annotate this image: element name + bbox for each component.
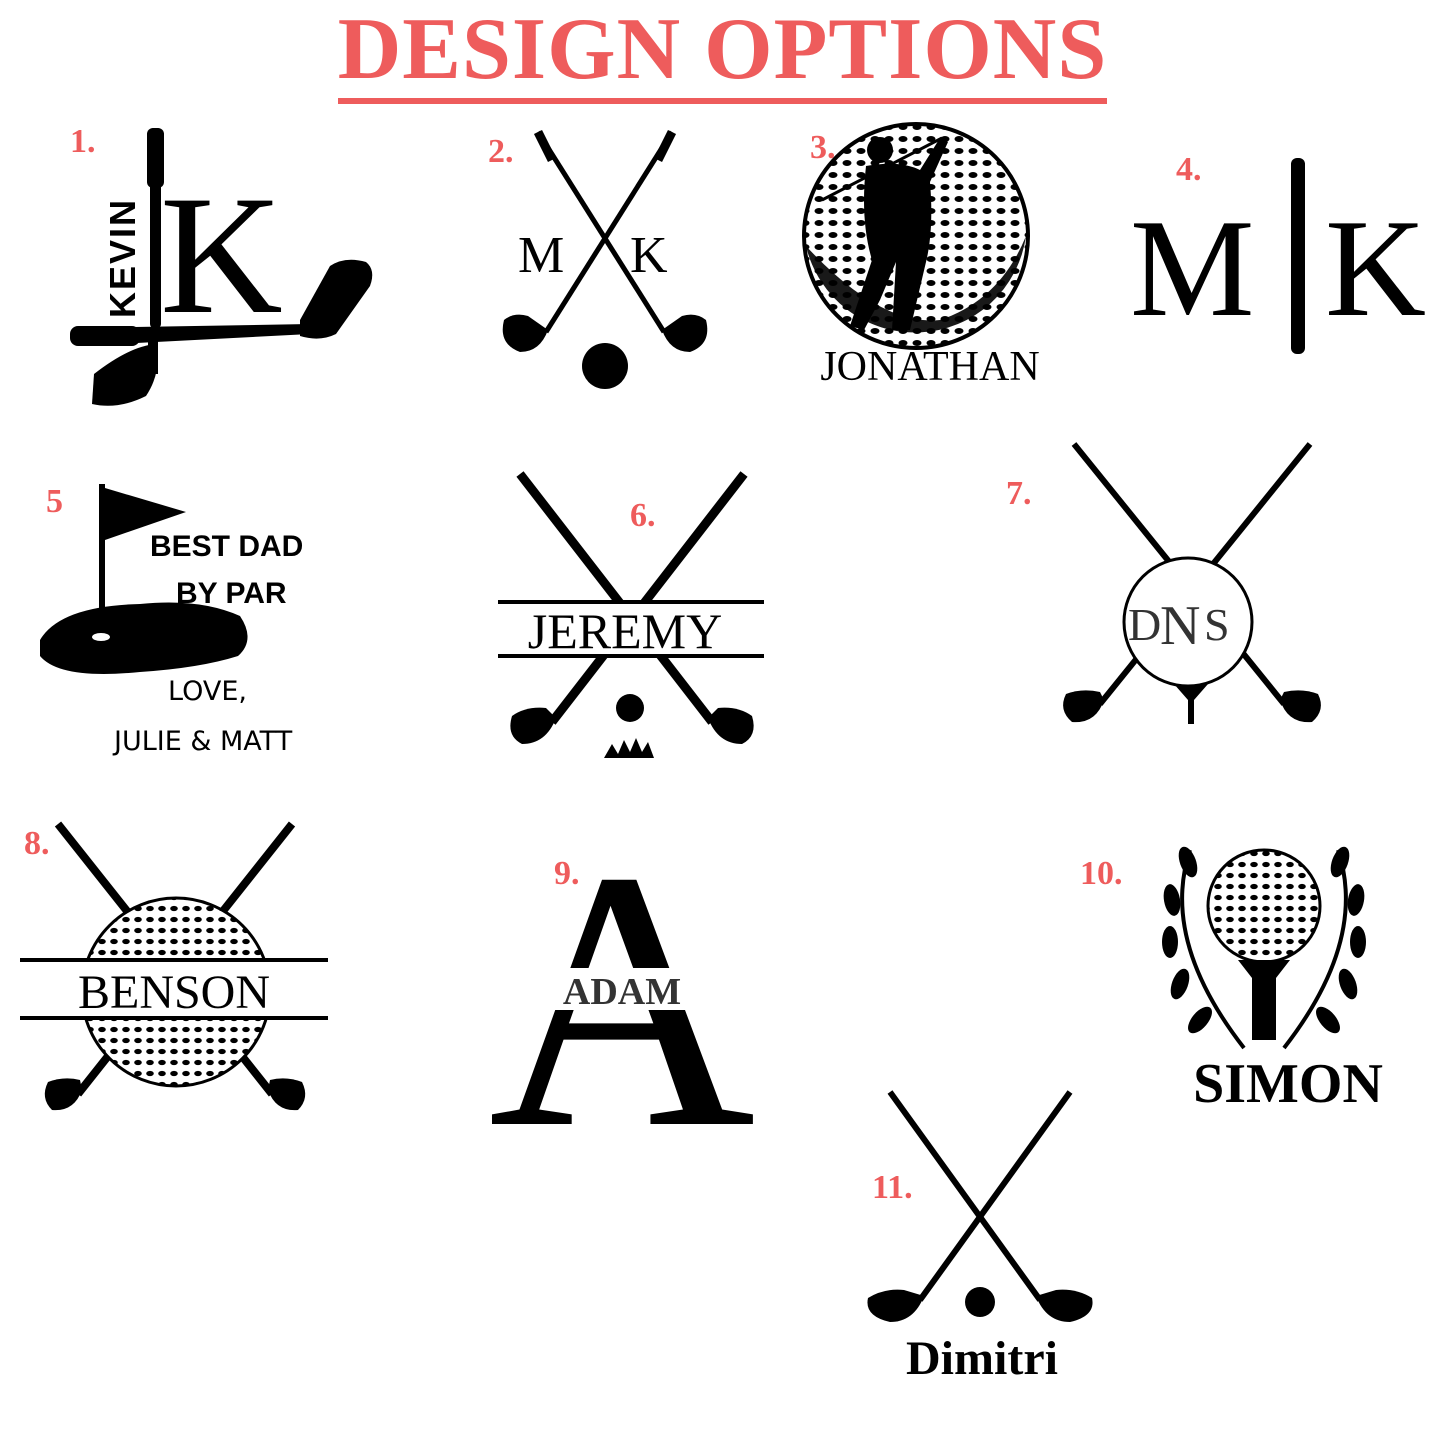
design-number-7: 7. xyxy=(1006,475,1032,512)
design-4-left-initial: M xyxy=(1130,191,1254,346)
flag-icon xyxy=(105,488,186,540)
club-head-icon xyxy=(502,314,548,352)
design-5-line2: BY PAR xyxy=(176,577,287,610)
tee-icon xyxy=(1238,960,1290,1040)
club-head-icon xyxy=(300,259,373,339)
design-5-line3: LOVE, xyxy=(168,676,247,707)
divider-line xyxy=(498,600,764,604)
design-number-5: 5 xyxy=(46,483,63,520)
flag-pole-icon xyxy=(99,484,105,640)
golfer-silhouette-icon xyxy=(821,136,948,330)
divider-bar xyxy=(1291,158,1305,354)
design-11: Dimitri xyxy=(867,1090,1093,1385)
design-8-name: BENSON xyxy=(78,966,270,1019)
club-grip-icon xyxy=(653,129,677,163)
club-head-icon xyxy=(1036,1289,1093,1322)
design-number-3: 3. xyxy=(810,129,836,166)
putting-green-icon xyxy=(40,602,248,674)
design-1-name: KEVIN xyxy=(102,198,143,318)
design-3-name: JONATHAN xyxy=(820,344,1039,390)
club-head-icon xyxy=(510,707,556,744)
club-shaft-icon xyxy=(543,130,675,334)
design-2-left-initial: M xyxy=(518,227,564,284)
page-title: DESIGN OPTIONS xyxy=(0,1,1445,104)
design-2: M K xyxy=(502,129,708,389)
design-7: D N S xyxy=(1063,442,1321,724)
club-shaft-icon xyxy=(548,471,748,725)
design-1-initial: K xyxy=(160,161,283,349)
design-9: A ADAM xyxy=(488,795,755,1205)
grass-icon xyxy=(604,738,654,758)
design-4: M K xyxy=(1130,158,1426,354)
design-6: JEREMY xyxy=(498,471,764,758)
design-number-8: 8. xyxy=(24,825,50,862)
design-5-line4: JULIE & MATT xyxy=(112,726,293,757)
design-4-right-initial: K xyxy=(1325,191,1426,346)
laurel-right-icon xyxy=(1282,846,1366,1050)
design-9-name: ADAM xyxy=(563,971,681,1013)
monogram-circle xyxy=(1122,556,1254,688)
design-8: BENSON xyxy=(20,821,328,1111)
golf-ball-icon xyxy=(965,1287,995,1317)
club-head-icon xyxy=(44,1078,82,1111)
club-shaft-icon xyxy=(535,130,667,334)
design-10: SIMON xyxy=(1162,846,1383,1115)
laurel-left-icon xyxy=(1162,846,1246,1050)
divider-line xyxy=(498,654,764,658)
design-7-letter-b: N xyxy=(1160,595,1200,657)
club-shaft-icon xyxy=(917,1090,1073,1302)
page-title-text: DESIGN OPTIONS xyxy=(337,1,1108,104)
club-shaft-icon xyxy=(887,1090,1043,1302)
design-1: KEVIN K xyxy=(70,128,373,406)
design-number-4: 4. xyxy=(1176,151,1202,188)
club-head-icon xyxy=(1280,690,1321,723)
design-number-1: 1. xyxy=(70,123,96,160)
divider-line xyxy=(20,1016,328,1020)
club-grip-icon xyxy=(147,128,164,188)
design-number-11: 11. xyxy=(872,1169,913,1206)
design-2-right-initial: K xyxy=(630,227,668,284)
golf-ball-icon xyxy=(1206,848,1322,964)
club-head-icon xyxy=(708,707,754,744)
club-head-icon xyxy=(867,1289,924,1322)
club-head-icon xyxy=(268,1078,306,1111)
design-number-2: 2. xyxy=(488,133,514,170)
club-head-icon xyxy=(1063,690,1104,723)
club-head-icon xyxy=(92,344,158,406)
design-7-letter-a: D xyxy=(1128,599,1161,650)
club-shaft-icon xyxy=(516,471,716,725)
design-5-line1: BEST DAD xyxy=(150,530,303,563)
design-10-name: SIMON xyxy=(1193,1053,1383,1115)
design-number-6: 6. xyxy=(630,497,656,534)
design-11-name: Dimitri xyxy=(906,1332,1058,1385)
design-5: BEST DAD BY PAR LOVE, JULIE & MATT xyxy=(40,484,303,757)
design-number-9: 9. xyxy=(554,855,580,892)
club-grip-icon xyxy=(533,129,557,163)
design-6-name: JEREMY xyxy=(528,603,722,659)
golf-ball-icon xyxy=(582,343,628,389)
divider-line xyxy=(20,958,328,962)
club-grip-icon xyxy=(70,326,140,346)
golf-ball-icon xyxy=(616,694,644,722)
design-number-10: 10. xyxy=(1080,855,1123,892)
tee-icon xyxy=(1174,684,1208,724)
hole-icon xyxy=(92,633,110,641)
club-head-icon xyxy=(662,314,708,352)
design-3: JONATHAN xyxy=(802,122,1040,390)
design-7-letter-c: S xyxy=(1204,599,1230,650)
